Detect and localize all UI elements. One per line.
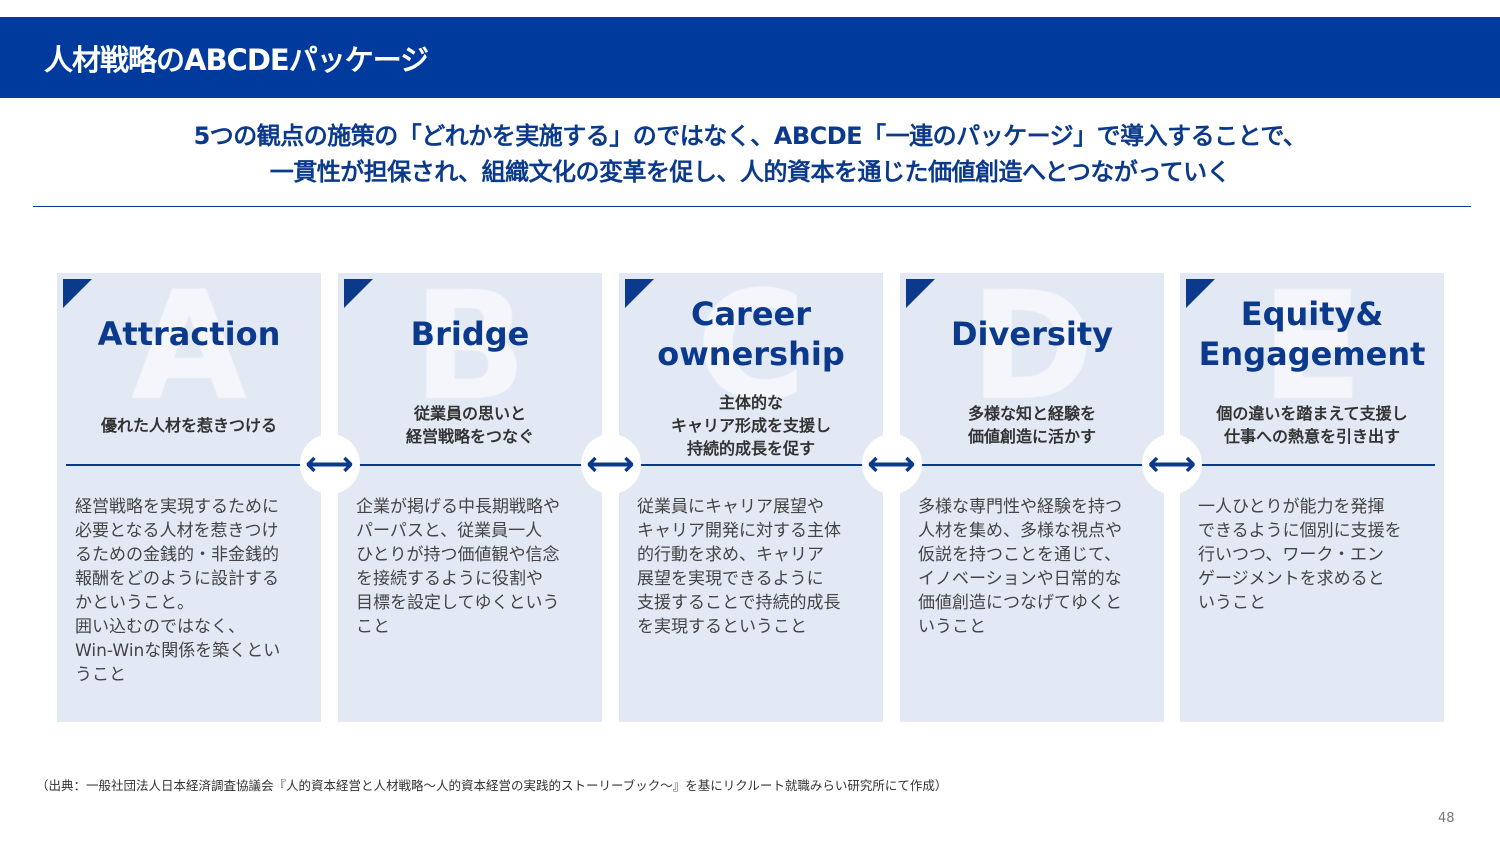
corner-triangle-icon xyxy=(625,279,654,308)
card-body: 企業が掲げる中長期戦略や パーパスと、従業員一人 ひとりが持つ価値観や信念 を接… xyxy=(356,497,560,637)
card-d: Diversity 多様な知と経験を 価値創造に活かす 多様な専門性や経験を持つ… xyxy=(900,273,1164,722)
divider xyxy=(33,206,1471,207)
card-title: Bridge xyxy=(410,315,530,353)
card-letter-watermark xyxy=(1180,273,1444,423)
corner-triangle-icon xyxy=(63,279,92,308)
card-title: Attraction xyxy=(97,315,281,353)
card-subtitle: 個の違いを踏まえて支援し 仕事への熱意を引き出す xyxy=(1216,404,1408,446)
card-body: 一人ひとりが能力を発揮 できるように個別に支援を 行いつつ、ワーク・エン ゲージ… xyxy=(1198,497,1402,613)
lead-line-1: 5つの観点の施策の「どれかを実施する」のではなく、ABCDE「一連のパッケージ」… xyxy=(193,122,1307,150)
header-bar: 人材戦略のABCDEパッケージ xyxy=(0,17,1500,98)
lead-line-2: 一貫性が担保され、組織文化の変革を促し、人的資本を通じた価値創造へとつながってい… xyxy=(269,158,1231,186)
card-b: Bridge 従業員の思いと 経営戦略をつなぐ 企業が掲げる中長期戦略や パーパ… xyxy=(338,273,602,722)
card-title: Equity& Engagement xyxy=(1198,295,1426,373)
card-title: Career ownership xyxy=(657,295,845,373)
bidirectional-arrow-icon: ⟷ xyxy=(580,434,641,494)
card-body: 多様な専門性や経験を持つ 人材を集め、多様な視点や 仮説を持つことを通じて、 イ… xyxy=(918,497,1122,637)
card-body: 従業員にキャリア展望や キャリア開発に対する主体 的行動を求め、キャリア 展望を… xyxy=(637,497,841,637)
card-subtitle: 従業員の思いと 経営戦略をつなぐ xyxy=(405,404,534,446)
card-letter-watermark xyxy=(338,273,602,423)
card-e: Equity& Engagement 個の違いを踏まえて支援し 仕事への熱意を引… xyxy=(1180,273,1444,722)
card-divider xyxy=(347,464,593,466)
bidirectional-arrow-icon: ⟷ xyxy=(861,434,922,494)
card-divider xyxy=(66,464,312,466)
card-letter-watermark xyxy=(619,273,883,423)
card-subtitle: 多様な知と経験を 価値創造に活かす xyxy=(967,404,1096,446)
card-subtitle: 優れた人材を惹きつける xyxy=(100,415,277,435)
page-number: 48 xyxy=(1438,811,1455,826)
card-divider xyxy=(628,464,874,466)
card-letter-watermark xyxy=(900,273,1164,423)
card-a: Attraction 優れた人材を惹きつける 経営戦略を実現するために 必要とな… xyxy=(57,273,321,722)
card-divider xyxy=(909,464,1155,466)
page-title: 人材戦略のABCDEパッケージ xyxy=(44,43,429,77)
bidirectional-arrow-icon: ⟷ xyxy=(299,434,360,494)
corner-triangle-icon xyxy=(344,279,373,308)
bidirectional-arrow-icon: ⟷ xyxy=(1142,434,1202,494)
card-subtitle: 主体的な キャリア形成を支援し 持続的成長を促す xyxy=(670,392,831,458)
lead-text: 5つの観点の施策の「どれかを実施する」のではなく、ABCDE「一連のパッケージ」… xyxy=(0,118,1500,190)
card-title: Diversity xyxy=(950,315,1114,353)
card-body: 経営戦略を実現するために 必要となる人材を惹きつけ るための金銭的・非金銭的 報… xyxy=(75,497,281,685)
corner-triangle-icon xyxy=(1186,279,1215,308)
card-divider xyxy=(1189,464,1435,466)
corner-triangle-icon xyxy=(906,279,935,308)
card-letter-watermark xyxy=(57,273,321,423)
card-c: Career ownership 主体的な キャリア形成を支援し 持続的成長を促… xyxy=(619,273,883,722)
source-note: （出典：一般社団法人日本経済調査協議会『人的資本経営と人材戦略～人的資本経営の実… xyxy=(36,778,948,793)
